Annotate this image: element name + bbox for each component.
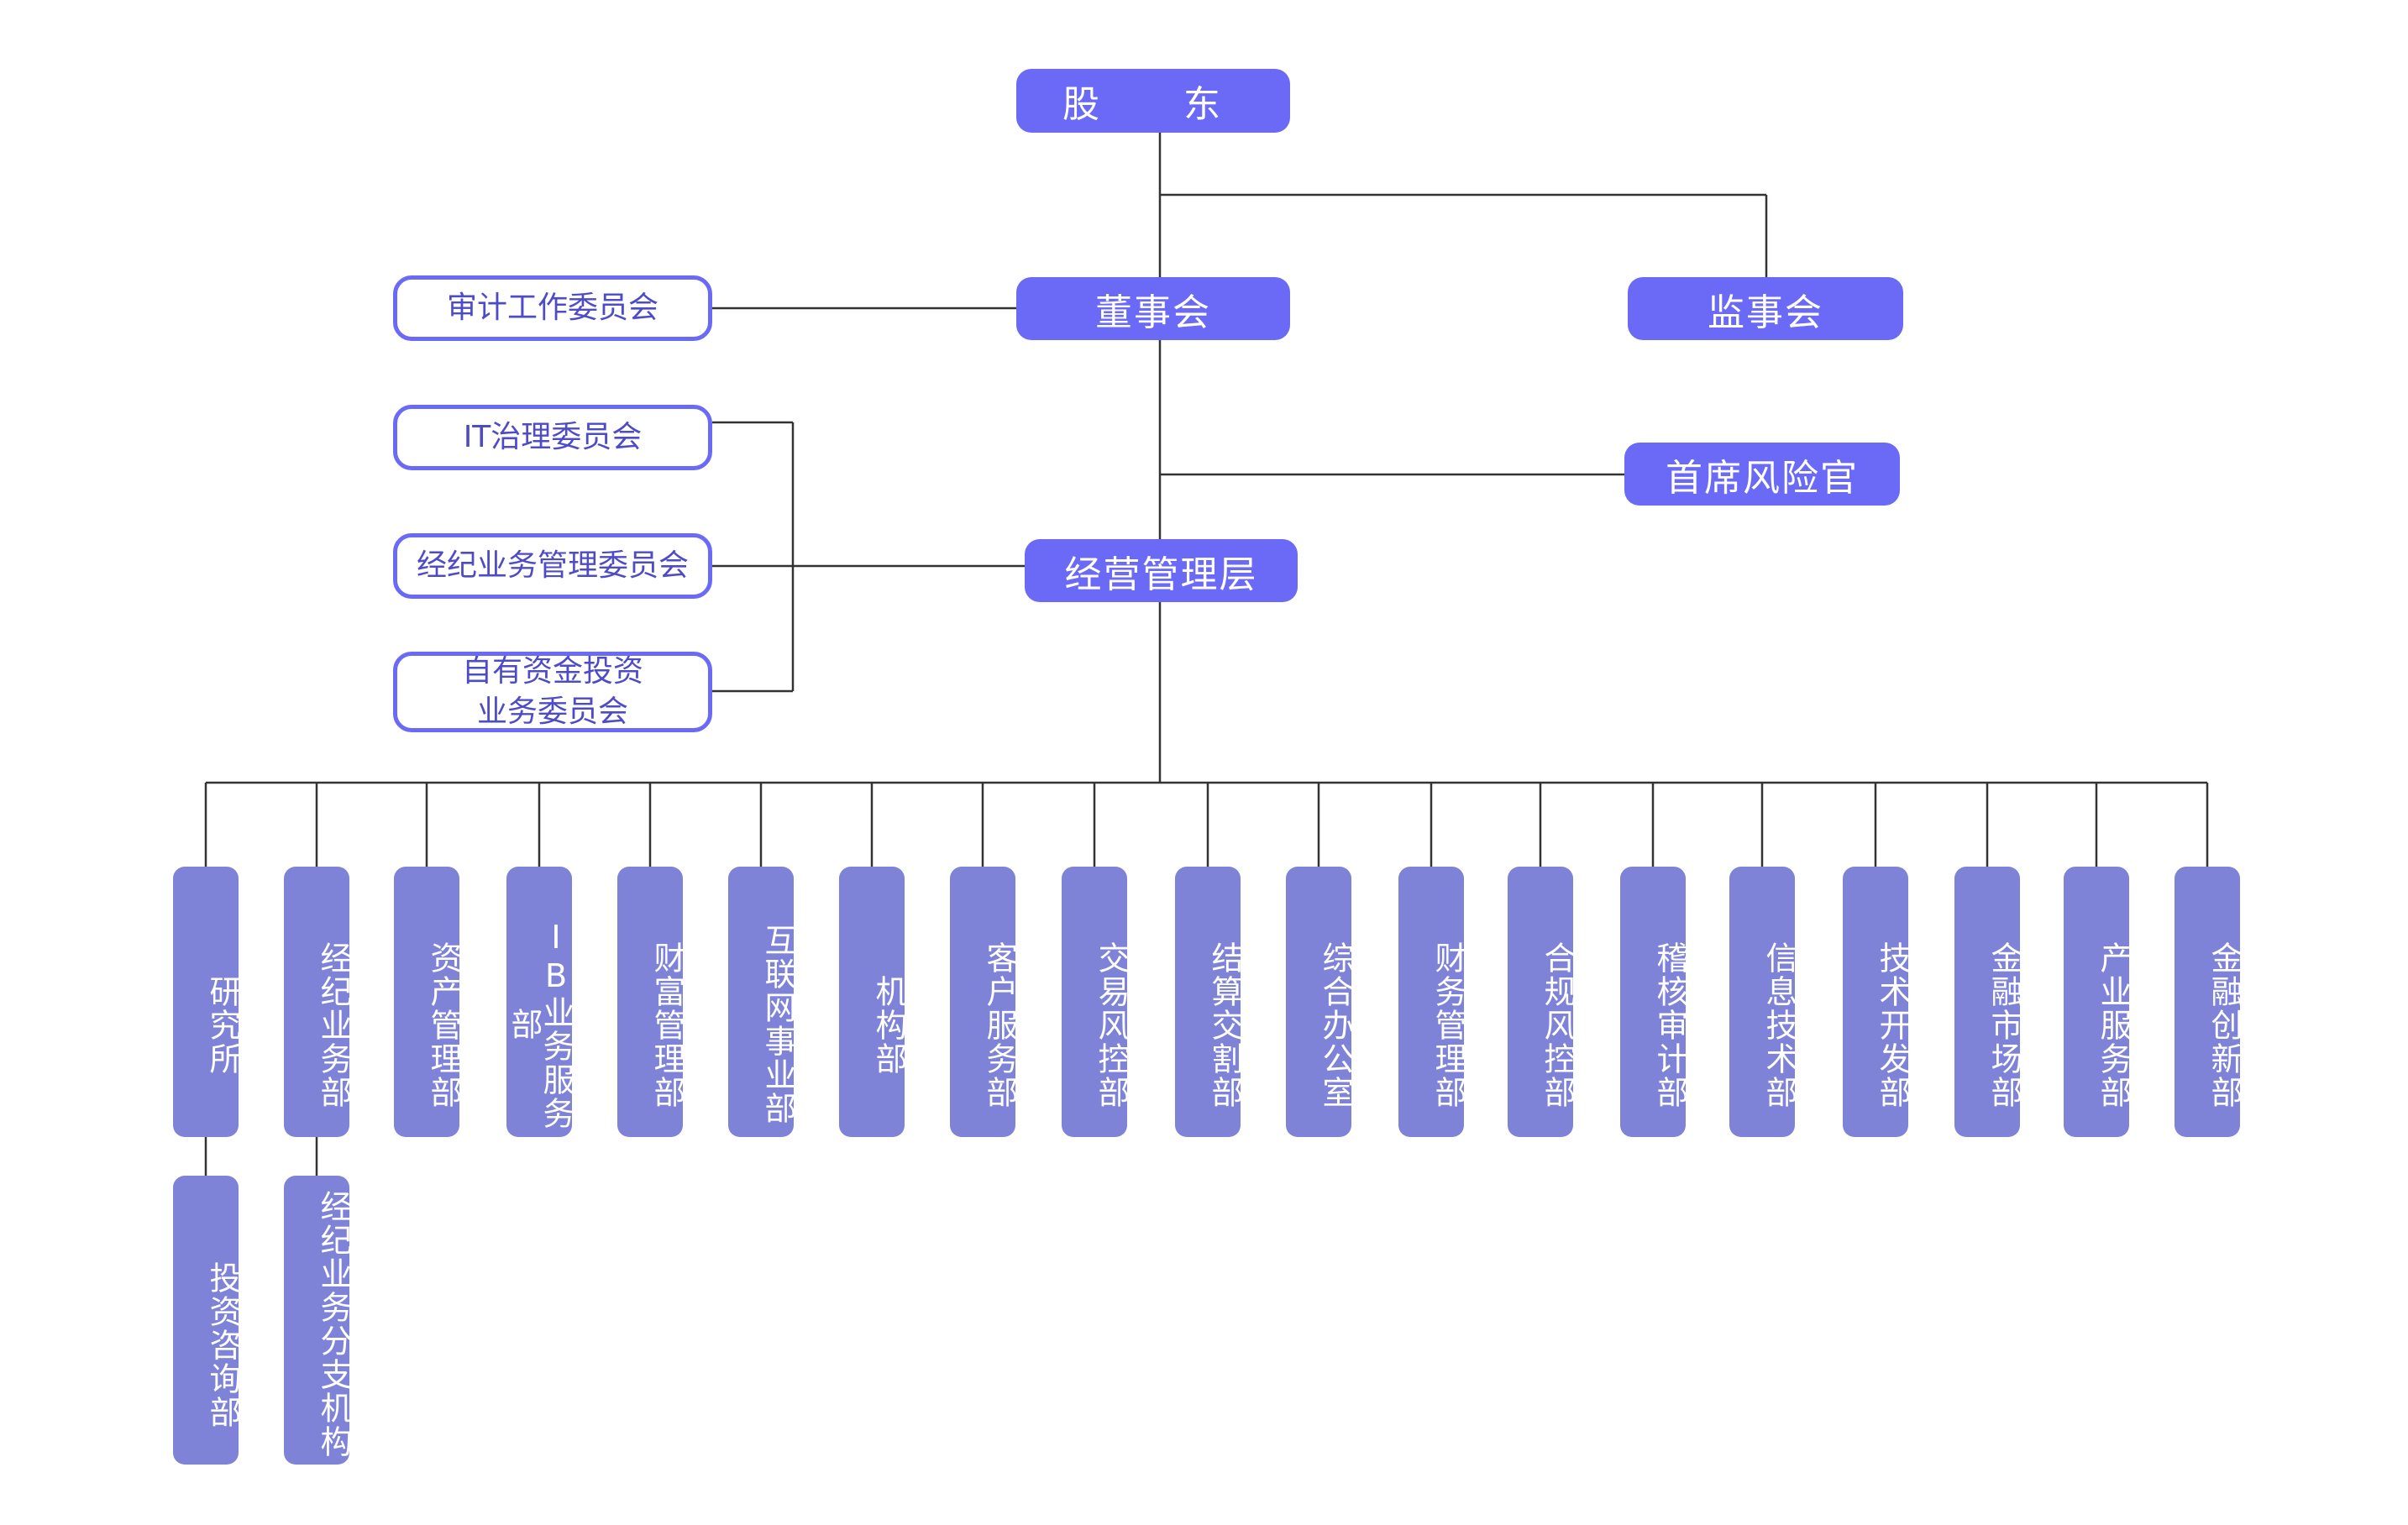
it-governance-committee-node: IT治理委员会 [393,405,712,470]
supervisors-node: 监事会 [1628,277,1903,340]
dept-industry-services: 产业服务部 [2064,867,2132,1137]
dept-audit: 稽核审计部 [1620,867,1688,1137]
dept-ib-services: IB业务服务部 [506,867,574,1137]
subdept-investment-consulting: 投资咨询部 [173,1176,241,1465]
subdept-brokerage-branches: 经纪业务分支机构 [284,1176,352,1465]
dept-customer-service: 客户服务部 [950,867,1018,1137]
chief-risk-officer-node: 首席风险官 [1624,443,1900,506]
dept-internet-business: 互联网事业部 [728,867,796,1137]
dept-institutional: 机构部 [839,867,907,1137]
dept-general-office: 综合办公室 [1286,867,1354,1137]
shareholders-node: 股 东 [1016,69,1290,133]
dept-trading-risk-control: 交易风控部 [1062,867,1130,1137]
dept-compliance-risk: 合规风控部 [1508,867,1576,1137]
proprietary-investment-committee-node: 自有资金投资 业务委员会 [393,652,712,732]
dept-finance: 财务管理部 [1398,867,1466,1137]
dept-information-technology: 信息技术部 [1729,867,1797,1137]
dept-wealth-management: 财富管理部 [617,867,685,1137]
dept-asset-management: 资产管理部 [394,867,462,1137]
dept-research-institute: 研究所 [173,867,241,1137]
brokerage-management-committee-node: 经纪业务管理委员会 [393,533,712,599]
investment-committee-line2: 业务委员会 [476,694,628,729]
board-node: 董事会 [1016,277,1290,340]
dept-financial-markets: 金融市场部 [1954,867,2022,1137]
investment-committee-line1: 自有资金投资 [461,654,643,689]
dept-settlement-delivery: 结算交割部 [1175,867,1243,1137]
dept-technology-development: 技术开发部 [1843,867,1911,1137]
audit-committee-node: 审计工作委员会 [393,275,712,341]
dept-brokerage: 经纪业务部 [284,867,352,1137]
management-node: 经营管理层 [1025,539,1298,602]
dept-financial-innovation: 金融创新部 [2175,867,2243,1137]
